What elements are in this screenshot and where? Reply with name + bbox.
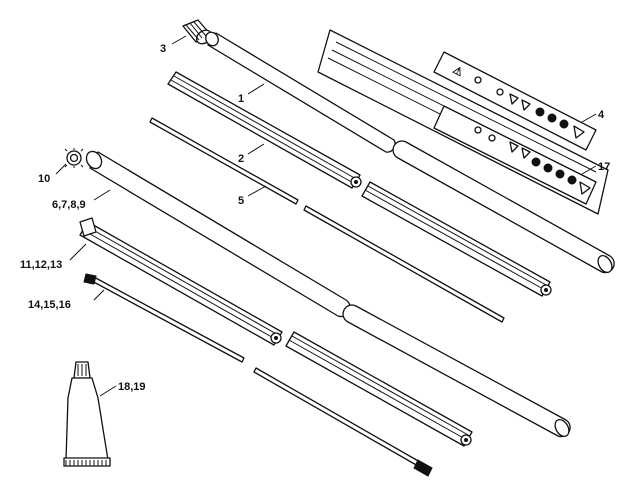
label-part-11-13: 11,12,13: [20, 259, 62, 271]
part-3-cap: [182, 19, 213, 45]
part-4-decal: ⚠: [433, 51, 597, 151]
part-6-9-main-tube-right: [342, 304, 571, 438]
part-11-13-profile: [79, 217, 283, 346]
label-part-6-9: 6,7,8,9: [52, 199, 86, 211]
part-2-profile-upper-left: [167, 71, 362, 189]
label-part-5: 5: [238, 195, 244, 207]
part-1-tube-upper-right: [392, 140, 615, 274]
part-14-16-shaft-right: [253, 367, 433, 477]
part-6-9-main-tube: [85, 150, 351, 318]
leader-lines: [55, 35, 597, 397]
part-18-19-grease-tube: [63, 361, 111, 467]
part-5-shaft-upper-right: [303, 205, 505, 323]
part-10-ring: [64, 148, 84, 168]
part-5-shaft-upper-left: [149, 117, 299, 205]
label-part-2: 2: [238, 153, 244, 165]
part-14-16-shaft: [83, 273, 245, 363]
label-part-18-19: 18,19: [118, 381, 146, 393]
part-labels: 3 1 2 5 10 6,7,8,9 11,12,13 14,15,16 4 1…: [20, 43, 610, 393]
label-part-14-16: 14,15,16: [28, 299, 71, 311]
label-part-4: 4: [598, 109, 605, 121]
label-part-17: 17: [598, 161, 610, 173]
part-2-profile-upper-right: [361, 181, 552, 297]
part-17-decal: [433, 105, 597, 205]
label-part-3: 3: [160, 43, 166, 55]
part-11-13-profile-right: [285, 331, 473, 447]
label-part-1: 1: [238, 93, 244, 105]
label-part-10: 10: [38, 173, 50, 185]
